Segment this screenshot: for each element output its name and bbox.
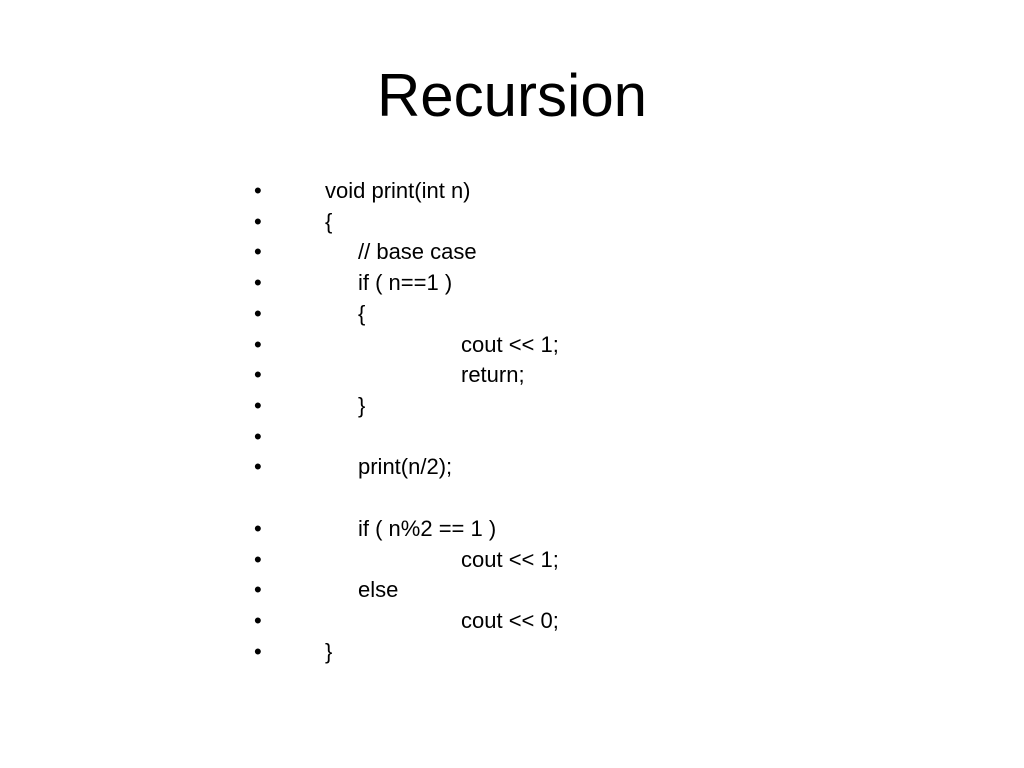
code-line-text: { bbox=[325, 209, 333, 234]
code-line: • cout << 1; bbox=[0, 545, 1024, 575]
bullet-icon: • bbox=[254, 393, 262, 418]
bullet-icon: • bbox=[254, 239, 262, 264]
bullet-icon: • bbox=[254, 270, 262, 295]
code-line-text: { bbox=[358, 301, 366, 326]
bullet-icon: • bbox=[254, 332, 262, 357]
code-line: • // base case bbox=[0, 237, 1024, 267]
bullet-icon: • bbox=[254, 454, 262, 479]
code-line-text: if ( n%2 == 1 ) bbox=[358, 516, 497, 541]
code-line: • { bbox=[0, 207, 1024, 237]
bullet-icon: • bbox=[254, 547, 262, 572]
slide-title: Recursion bbox=[376, 62, 648, 129]
code-line-text: // base case bbox=[358, 239, 477, 264]
bullet-icon: • bbox=[254, 577, 262, 602]
code-line: • else bbox=[0, 575, 1024, 605]
code-line-text: } bbox=[358, 393, 366, 418]
code-line: • void print(int n) bbox=[0, 176, 1024, 206]
bullet-icon: • bbox=[254, 516, 262, 541]
code-line: • } bbox=[0, 637, 1024, 667]
code-line-text: else bbox=[358, 577, 399, 602]
code-line-text: print(n/2); bbox=[358, 454, 453, 479]
code-line-text: if ( n==1 ) bbox=[358, 270, 453, 295]
bullet-icon: • bbox=[254, 639, 262, 664]
code-line: • print(n/2); bbox=[0, 452, 1024, 482]
code-line: • cout << 1; bbox=[0, 330, 1024, 360]
code-line: • cout << 0; bbox=[0, 606, 1024, 636]
code-line: • if ( n%2 == 1 ) bbox=[0, 514, 1024, 544]
bullet-icon: • bbox=[254, 424, 262, 449]
code-line: • if ( n==1 ) bbox=[0, 268, 1024, 298]
code-line: • { bbox=[0, 299, 1024, 329]
bullet-icon: • bbox=[254, 362, 262, 387]
code-line-text: cout << 1; bbox=[461, 332, 559, 357]
bullet-icon: • bbox=[254, 178, 262, 203]
bullet-icon: • bbox=[254, 301, 262, 326]
code-line: • } bbox=[0, 391, 1024, 421]
code-line-text: return; bbox=[461, 362, 525, 387]
code-line: • bbox=[0, 422, 1024, 452]
code-line-text: cout << 0; bbox=[461, 608, 559, 633]
code-line-text: cout << 1; bbox=[461, 547, 559, 572]
bullet-icon: • bbox=[254, 608, 262, 633]
code-line-text: } bbox=[325, 639, 333, 664]
code-line-text: void print(int n) bbox=[325, 178, 471, 203]
code-line: • return; bbox=[0, 360, 1024, 390]
bullet-icon: • bbox=[254, 209, 262, 234]
